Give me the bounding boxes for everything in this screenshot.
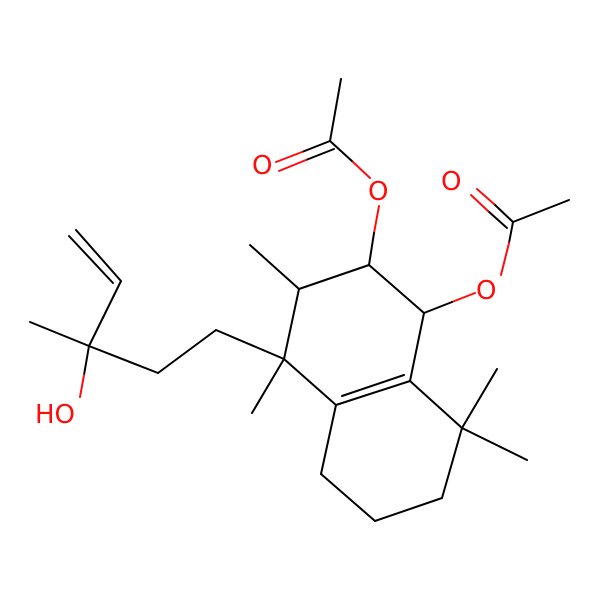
bond-carbonyl-ester-right-o (500, 242, 510, 276)
bond-c4a-c8a-double (341, 374, 405, 397)
bond-quaternary-methyl (29, 321, 90, 347)
bond-methyl-carbonyl-left (329, 78, 342, 142)
bond-c8-methyl-b (461, 427, 528, 461)
oxygen-label-ketone-right: O (441, 167, 461, 197)
bond-ester-c2-left-o (373, 205, 380, 234)
bond-ester-c1-right-o (451, 292, 476, 303)
bond-ester-c1-right (423, 301, 453, 314)
bond-c4-chain (215, 329, 285, 360)
bond-c8a-c1 (409, 312, 425, 382)
bond-c4a-c8a (335, 380, 411, 406)
bond-c6-c7 (374, 497, 443, 522)
bond-c2-c3 (298, 264, 370, 290)
bond-ester-c2-left (368, 232, 375, 266)
bond-vinyl-double-b (68, 235, 114, 284)
oxygen-label-ester-left: O (368, 177, 388, 207)
bond-carbonyl-ketone-left-b (305, 148, 335, 161)
bond-carbonyl-ketone-left-a (301, 140, 331, 153)
bond-quaternary-hydroxyl-o (79, 374, 85, 398)
bond-c1-c2 (368, 264, 425, 314)
bond-c8-methyl-a (461, 368, 498, 429)
bond-carbonyl-ketone-left-a-o (275, 151, 303, 163)
bond-carbonyl-ketone-right-a (493, 203, 514, 223)
bond-quaternary-hydroxyl (83, 345, 90, 376)
bond-carbonyl-ester-right (508, 221, 514, 244)
bond-carbonyl-ester-left-o (352, 161, 371, 179)
bond-c3-methyl (249, 244, 300, 290)
oxygen-label-ketone-left: O (252, 151, 272, 181)
bond-carbonyl-ketone-left-b-o (278, 159, 307, 172)
hydroxyl-label: HO (35, 400, 75, 430)
bond-c4-c4a (283, 358, 337, 406)
bond-c3-c4 (283, 288, 300, 360)
bond-carbonyl-ketone-right-b-o (470, 194, 489, 212)
bond-carbonyl-ketone-right-b (487, 210, 508, 229)
bond-c7-c8 (441, 427, 463, 499)
bond-carbonyl-ketone-right-a-o (476, 188, 495, 205)
bond-c4a-c5 (320, 404, 337, 475)
bond-carbonyl-ester-left (329, 140, 354, 163)
bond-quaternary-vinyl (88, 280, 122, 347)
bond-c5-c6 (320, 473, 376, 522)
bond-c4-methyl (251, 358, 285, 414)
bond-chain-ch2 (157, 329, 217, 374)
bond-c8-c8a (409, 380, 463, 429)
bond-chain-quaternary (88, 345, 159, 374)
bond-vinyl-double-a (75, 229, 122, 282)
oxygen-label-ester-right: O (476, 276, 496, 306)
bond-methyl-carbonyl-right (512, 199, 570, 223)
